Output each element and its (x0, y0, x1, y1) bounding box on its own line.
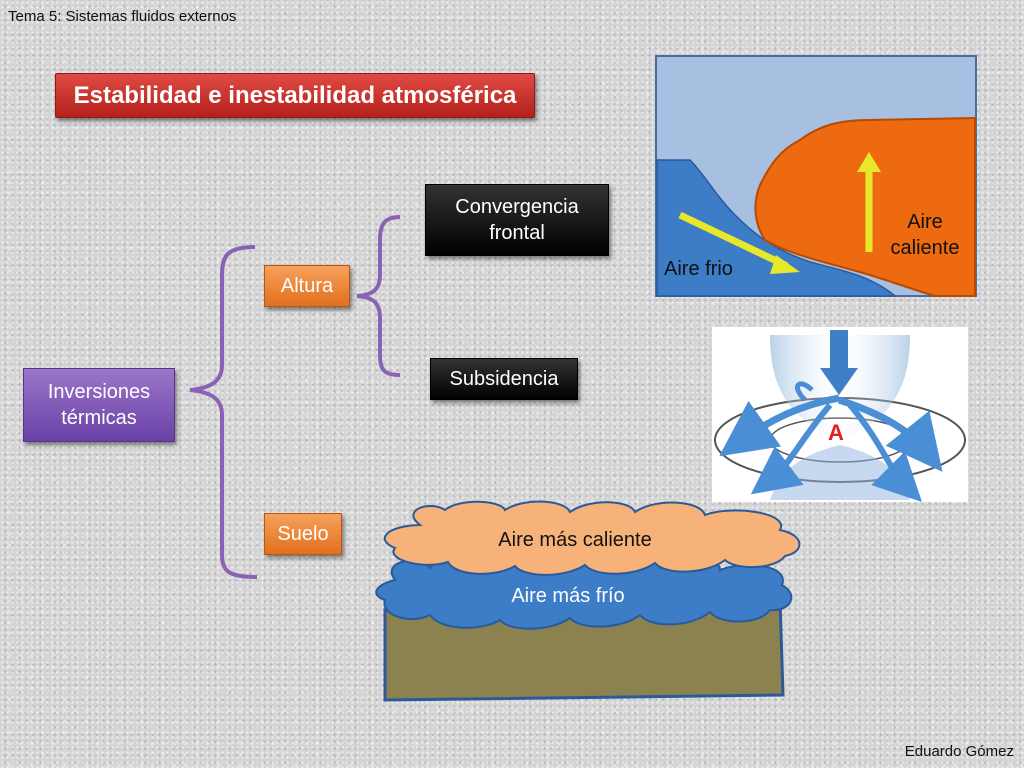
brace-altura (356, 215, 401, 377)
leaf-node-convergencia: Convergencia frontal (425, 184, 609, 256)
front-illustration (655, 55, 977, 297)
warm-layer-label: Aire más caliente (498, 529, 652, 551)
cold-layer-label: Aire más frío (511, 585, 625, 607)
convergencia-label: Convergencia frontal (455, 196, 579, 244)
slide-title: Estabilidad e inestabilidad atmosférica (55, 73, 535, 118)
branch-node-altura: Altura (264, 265, 350, 307)
warm-air-cloud (383, 500, 801, 576)
root-node-label: Inversiones térmicas (47, 381, 151, 429)
slide-author: Eduardo Gómez (904, 743, 1014, 760)
cold-air-label: Aire frio (664, 258, 733, 280)
subsidencia-label: Subsidencia (449, 368, 559, 390)
ground-illustration (375, 500, 801, 702)
warm-air-label: Aire caliente (890, 211, 960, 259)
slide-header: Tema 5: Sistemas fluidos externos (8, 8, 237, 25)
branch-altura-label: Altura (280, 275, 334, 297)
root-node-inversiones: Inversiones térmicas (23, 368, 175, 442)
anticyclone-label: A (828, 420, 844, 445)
branch-suelo-label: Suelo (277, 523, 329, 545)
leaf-node-subsidencia: Subsidencia (430, 358, 578, 400)
anticyclone-illustration (712, 327, 968, 502)
branch-node-suelo: Suelo (264, 513, 342, 555)
brace-main (189, 245, 258, 579)
